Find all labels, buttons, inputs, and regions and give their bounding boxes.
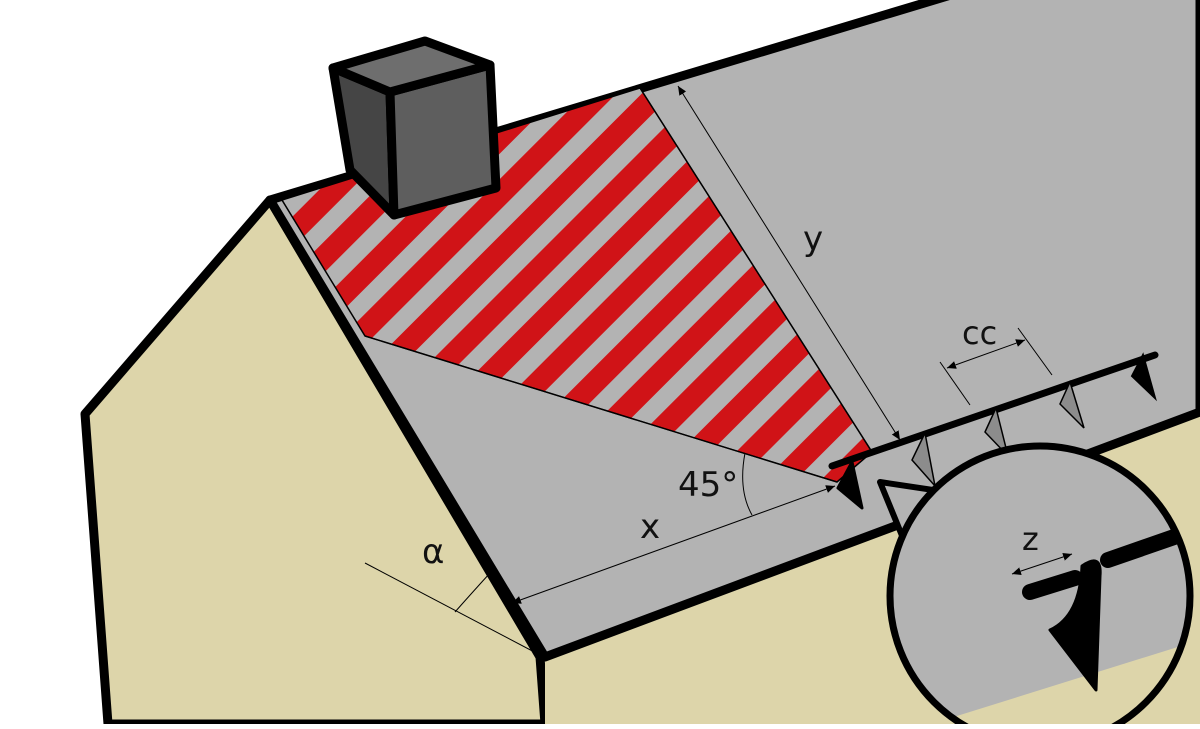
alpha-angle-arc bbox=[454, 572, 491, 613]
label-z: z bbox=[1022, 520, 1039, 558]
x-dimension-line bbox=[511, 485, 836, 604]
label-cc: cc bbox=[962, 314, 997, 352]
callout-rail-left bbox=[1022, 570, 1083, 600]
callout-circle-border bbox=[886, 442, 1194, 729]
snow-guard-bracket-icon bbox=[911, 430, 937, 489]
label-x: x bbox=[640, 507, 660, 547]
diagonal-line bbox=[364, 335, 838, 483]
z-dimension-line bbox=[1011, 553, 1073, 575]
chimney-top bbox=[328, 36, 495, 97]
rail-bar bbox=[828, 351, 1159, 470]
alpha-guide-line bbox=[364, 562, 541, 656]
label-angle-45: 45° bbox=[678, 465, 738, 505]
snow-guard-bracket-icon bbox=[1130, 352, 1157, 402]
cc-ext-right bbox=[1017, 327, 1053, 376]
snow-guard-bracket-icon bbox=[984, 405, 1010, 459]
cc-ext-left bbox=[939, 361, 971, 406]
label-y: y bbox=[803, 219, 823, 259]
callout-wall bbox=[890, 640, 1190, 729]
chimney-icon bbox=[328, 36, 501, 220]
snow-guard-bracket-icon bbox=[836, 460, 864, 510]
callout-bracket bbox=[1048, 559, 1102, 692]
snow-guard-rail bbox=[828, 351, 1159, 510]
cc-dimension-line bbox=[946, 339, 1026, 369]
y-dimension-line bbox=[677, 85, 901, 441]
snow-guard-bracket-icon bbox=[1059, 379, 1085, 429]
angle-arc-45 bbox=[742, 452, 753, 516]
label-alpha: α bbox=[422, 532, 444, 572]
